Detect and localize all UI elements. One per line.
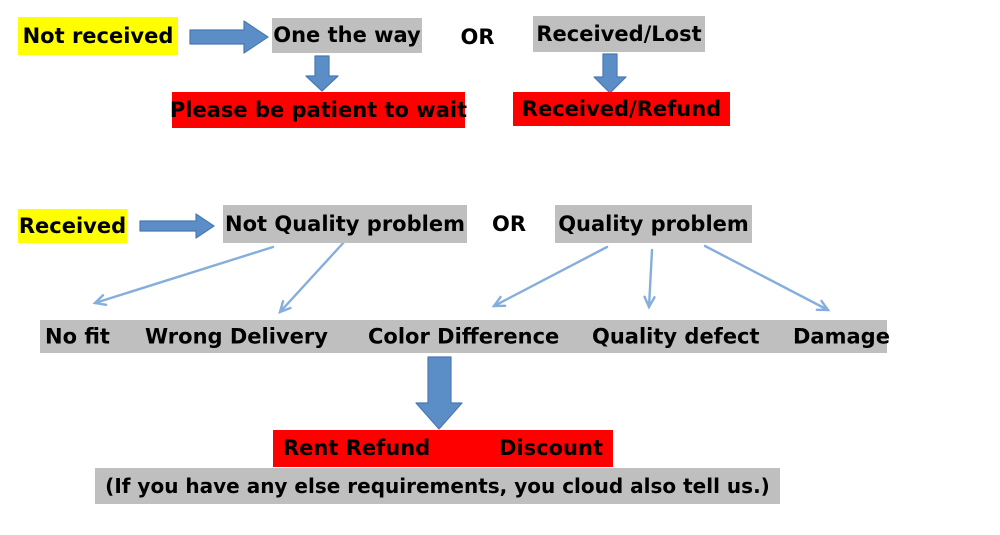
node-quality-problem: Quality problem (555, 205, 752, 243)
arrow-not-received-to-one-the-way (189, 20, 269, 54)
category-no-fit: No fit (45, 324, 110, 348)
category-damage: Damage (793, 324, 890, 348)
arrow-to-quality-defect (643, 248, 656, 310)
node-received-lost: Received/Lost (533, 16, 705, 52)
arrow-to-no-fit (92, 245, 275, 306)
discount-label: Discount (499, 436, 603, 460)
arrow-to-wrong-delivery (278, 239, 347, 314)
or-label-1: OR (460, 24, 495, 49)
category-color-difference: Color Difference (368, 324, 560, 348)
refund-label: Rent Refund (283, 436, 431, 460)
category-wrong-delivery: Wrong Delivery (145, 324, 328, 348)
node-please-be-patient: Please be patient to wait (170, 92, 467, 128)
arrow-to-color-difference (491, 245, 609, 308)
arrow-received-lost-down (593, 53, 627, 94)
node-received-refund: Received/Refund (513, 92, 730, 126)
arrow-received-to-not-quality (139, 213, 215, 239)
arrow-color-difference-down (415, 356, 463, 430)
category-quality-defect: Quality defect (592, 324, 760, 348)
node-received: Received (18, 209, 127, 243)
node-refund-discount: Rent Refund Discount (273, 430, 613, 467)
arrow-to-damage (703, 244, 831, 312)
or-label-2: OR (491, 211, 527, 236)
note-box: (If you have any else requirements, you … (95, 468, 780, 504)
node-not-quality-problem: Not Quality problem (223, 205, 467, 243)
node-one-the-way: One the way (272, 18, 422, 53)
category-bar: No fit Wrong Delivery Color Difference Q… (40, 320, 890, 353)
node-not-received: Not received (18, 17, 178, 55)
arrow-one-the-way-down (305, 55, 339, 92)
